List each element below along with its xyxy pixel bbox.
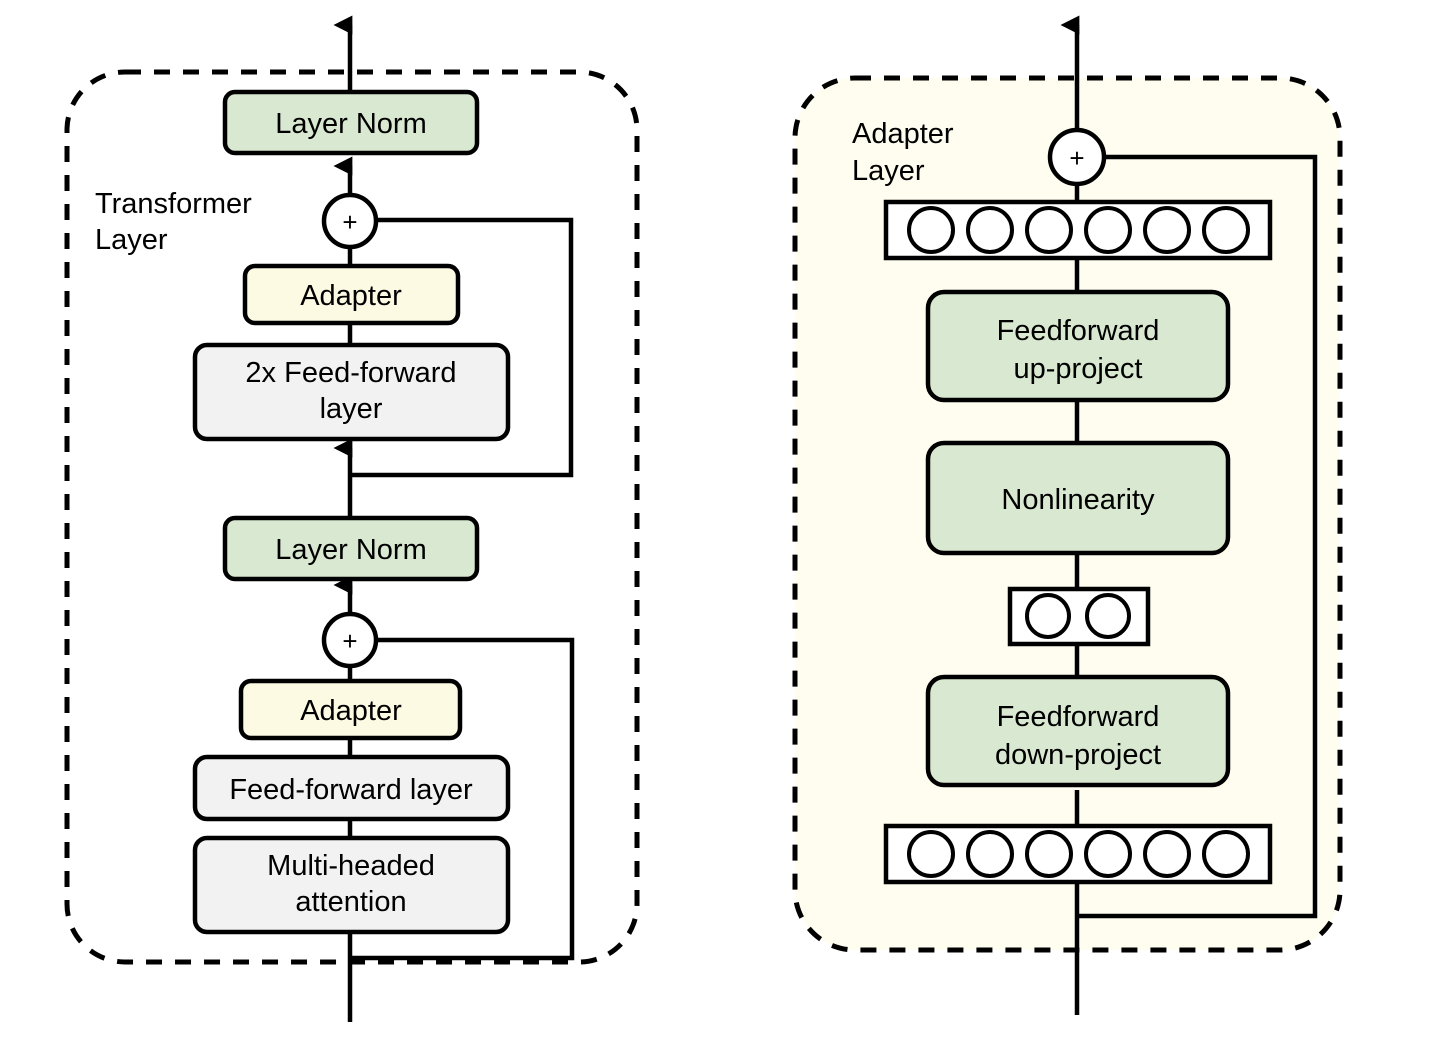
adapter-top-box — [242, 263, 461, 326]
neuron — [1202, 206, 1250, 254]
neuron — [1084, 206, 1132, 254]
adapter-bottom-box — [238, 678, 463, 741]
bottleneck-neuron-row[interactable] — [1007, 586, 1151, 647]
ff-layer-label: Feed-forward layer — [229, 774, 473, 806]
adapter-bottom-label: Adapter — [300, 695, 402, 727]
transformer-layer-caption: Transformer Layer — [95, 188, 252, 256]
adapter-layer-caption: Adapter Layer — [852, 118, 954, 187]
block-layer-norm-top[interactable]: Layer Norm — [222, 89, 480, 156]
adapter-adder-plus-icon: + — [1069, 143, 1084, 173]
neuron — [1025, 830, 1073, 878]
neuron — [1085, 593, 1131, 639]
adder-top[interactable]: + — [321, 192, 379, 250]
block-multi-headed-attention[interactable]: Multi-headed attention — [192, 835, 511, 935]
neuron — [1202, 830, 1250, 878]
ff-up-project-label-line1: Feedforward — [997, 315, 1160, 347]
neuron — [1025, 593, 1071, 639]
ff-down-project-label-line1: Feedforward — [997, 701, 1160, 733]
block-adapter-top[interactable]: Adapter — [242, 263, 461, 326]
multi-head-attention-label-line1: Multi-headed — [267, 850, 435, 882]
ff-2x-box — [192, 342, 511, 442]
adder-bottom-circle — [321, 611, 379, 669]
nonlinearity-box — [925, 440, 1231, 556]
layer-norm-top-box — [222, 89, 480, 156]
nonlinearity-label: Nonlinearity — [1001, 484, 1155, 516]
adapter-top-label: Adapter — [300, 280, 402, 312]
neuron — [1025, 206, 1073, 254]
block-feedforward-down-project[interactable]: Feedforward down-project — [925, 674, 1231, 788]
input-neuron-row[interactable] — [883, 823, 1273, 885]
output-neuron-row[interactable] — [883, 199, 1273, 261]
neuron — [1143, 830, 1191, 878]
connector-residual-upper — [350, 217, 574, 478]
ff-up-project-label-line2: up-project — [1014, 353, 1143, 385]
block-layer-norm-bottom[interactable]: Layer Norm — [222, 515, 480, 582]
multi-head-attention-box — [192, 835, 511, 935]
block-adapter-bottom[interactable]: Adapter — [238, 678, 463, 741]
ff-layer-box — [192, 754, 511, 822]
ff-2x-label-line2: layer — [320, 393, 383, 425]
layer-norm-bottom-box — [222, 515, 480, 582]
adder-bottom-plus-icon: + — [342, 626, 357, 656]
neuron — [907, 830, 955, 878]
block-feed-forward-layer[interactable]: Feed-forward layer — [192, 754, 511, 822]
ff-down-project-box — [925, 674, 1231, 788]
ff-2x-label-line1: 2x Feed-forward — [245, 357, 456, 389]
block-2x-feed-forward-layer[interactable]: 2x Feed-forward layer — [192, 342, 511, 442]
block-nonlinearity[interactable]: Nonlinearity — [925, 440, 1231, 556]
neuron — [1143, 206, 1191, 254]
layer-norm-bottom-label: Layer Norm — [275, 534, 427, 566]
adapter-layer-label-line2: Layer — [852, 155, 925, 187]
ff-up-project-box — [925, 289, 1231, 403]
transformer-layer-label-line1: Transformer — [95, 188, 252, 220]
neuron — [907, 206, 955, 254]
adder-top-plus-icon: + — [342, 207, 357, 237]
block-feedforward-up-project[interactable]: Feedforward up-project — [925, 289, 1231, 403]
adapter-adder-circle — [1047, 127, 1107, 187]
connector-residual-lower — [350, 637, 575, 961]
neuron — [966, 206, 1014, 254]
adapter-layer-panel-border — [792, 75, 1343, 953]
adapter-layer-label-line1: Adapter — [852, 118, 954, 150]
ff-down-project-label-line2: down-project — [995, 739, 1161, 771]
neuron — [1084, 830, 1132, 878]
connector-adapter-residual — [1077, 154, 1318, 919]
neuron — [966, 830, 1014, 878]
transformer-layer-label-line2: Layer — [95, 224, 168, 256]
adder-top-circle — [321, 192, 379, 250]
multi-head-attention-label-line2: attention — [295, 886, 406, 918]
adapter-adder[interactable]: + — [1047, 127, 1107, 187]
adder-bottom[interactable]: + — [321, 611, 379, 669]
layer-norm-top-label: Layer Norm — [275, 108, 427, 140]
